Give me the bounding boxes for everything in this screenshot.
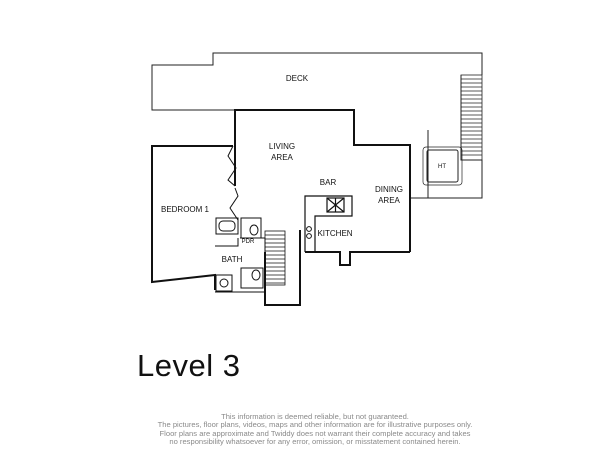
label-deck: DECK [286,74,309,83]
label-bedroom: BEDROOM 1 [161,205,210,214]
interior-stairs [264,230,286,286]
hot-tub-area [422,75,483,199]
label-living: LIVING [269,142,295,151]
bifold-doors [227,145,239,221]
label-dining: DINING [375,185,403,194]
label-living-area: AREA [271,153,293,162]
label-dining-area: AREA [378,196,400,205]
disclaimer-line: Floor plans are approximate and Twiddy d… [159,428,471,438]
kitchen-counter [306,226,312,239]
label-kitchen: KITCHEN [317,229,352,238]
disclaimer: This information is deemed reliable, but… [120,412,510,447]
disclaimer-line: no responsibility whatsoever for any err… [169,437,461,447]
label-hot-tub: HT [438,164,446,170]
interior-walls [151,109,411,306]
deck-outline [151,52,483,199]
disclaimer-line: This information is deemed reliable, but… [221,412,409,421]
deck-stairs [460,74,483,161]
label-bath: BATH [222,255,243,264]
bar-counter [304,195,353,252]
disclaimer-line: The pictures, floor plans, videos, maps … [157,420,473,430]
label-bar: BAR [320,178,337,187]
level-title: Level 3 [137,348,241,383]
label-pdr: PDR [242,239,255,245]
